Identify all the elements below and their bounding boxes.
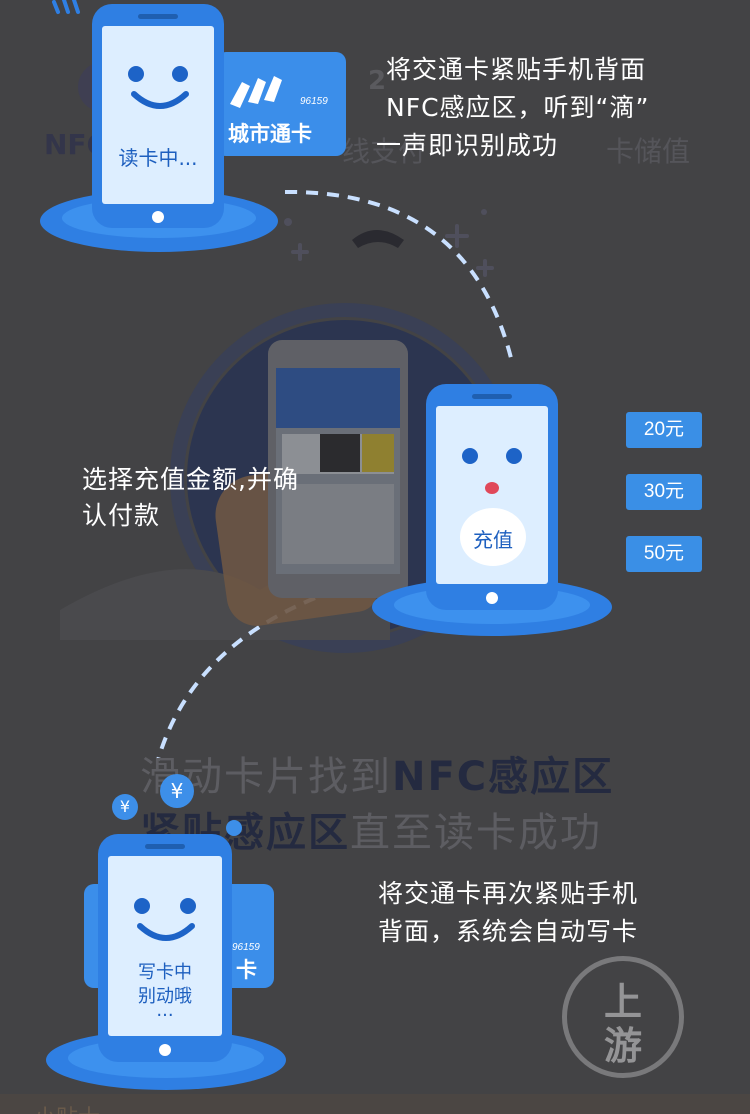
phone1-status: 读卡中... (118, 146, 198, 170)
coin-small: ¥ (112, 794, 138, 820)
amount-option-50[interactable]: 50元 (626, 536, 702, 572)
watermark-logo: 上 游 (562, 956, 684, 1078)
phone1-right-eye (172, 66, 188, 82)
phone1-left-eye (128, 66, 144, 82)
phone3-status-line3: ... (156, 1000, 174, 1021)
middle-caption-line2: 认付款 (82, 501, 161, 530)
watermark-char-2: 游 (603, 1024, 642, 1068)
app-phone (268, 340, 408, 598)
slide-text-line1-b: NFC感应区 (392, 754, 615, 800)
phone2-speaker (472, 394, 512, 399)
watermark-char-1: 上 (603, 980, 642, 1024)
app-phone-screen (276, 368, 400, 574)
coin-tiny (226, 820, 242, 836)
phone1-smile-icon (131, 91, 189, 109)
phone3-smile-icon (137, 923, 195, 941)
bottom-caption-line2: 背面，系统会自动写卡 (378, 917, 639, 946)
app-menu-area (282, 484, 394, 564)
phone2-home-button (486, 592, 498, 604)
phone1-speaker (138, 14, 178, 19)
coin-large: ¥ (160, 774, 194, 808)
bottom-caption-line1: 将交通卡再次紧贴手机 (378, 879, 639, 908)
top-caption-line1: 将交通卡紧贴手机背面 (386, 55, 647, 84)
slide-text-line2: 紧贴感应区直至读卡成功 (140, 800, 602, 858)
card2-number: 96159 (232, 942, 260, 953)
phone1 (92, 4, 224, 228)
card2-fragment: 卡 (236, 958, 257, 982)
card-logo-icon (230, 76, 282, 108)
bg-recharge-text: 卡储值 (606, 135, 691, 168)
app-header-bar (276, 368, 400, 428)
footer-fragment: 小贴士 (34, 1100, 100, 1114)
phone2-nose (485, 482, 499, 494)
phone2-right-eye (506, 448, 522, 464)
phone3-right-eye (180, 898, 196, 914)
amount-option-30[interactable]: 30元 (626, 474, 702, 510)
middle-caption-line1: 选择充值金额,并确 (82, 465, 299, 494)
footer-strip (0, 1094, 750, 1114)
top-caption-line3: 一声即识别成功 (376, 131, 559, 160)
phone2-left-eye (462, 448, 478, 464)
app-card-yellow (362, 434, 394, 472)
slide-text-line2-b: 直至读卡成功 (350, 810, 602, 856)
card-title: 城市通卡 (228, 122, 312, 146)
phone2 (426, 384, 558, 610)
slide-text-line1: 滑动卡片找到NFC感应区 (140, 744, 614, 802)
bg-step-number: 2 (368, 66, 387, 96)
transit-card: 96159 城市通卡 (216, 52, 346, 156)
app-card-dark (320, 434, 360, 472)
phone3-status-line1: 写卡中 (138, 962, 192, 983)
card-number: 96159 (300, 96, 328, 107)
phone2-recharge-label: 充值 (473, 528, 513, 552)
phone2-recharge-button[interactable] (460, 508, 526, 566)
top-caption-line2: NFC感应区，听到“滴” (386, 93, 650, 122)
phone3-home-button (159, 1044, 171, 1056)
phone3-screen (108, 856, 222, 1036)
phone3 (98, 834, 232, 1062)
phone3-status-line2: 别动哦 (138, 986, 192, 1007)
bg-online-text: 线支付 (342, 135, 427, 168)
amount-option-20[interactable]: 20元 (626, 412, 702, 448)
phone1-screen (102, 26, 214, 204)
phone3-left-eye (134, 898, 150, 914)
phone3-speaker (145, 844, 185, 849)
phone1-home-button (152, 211, 164, 223)
